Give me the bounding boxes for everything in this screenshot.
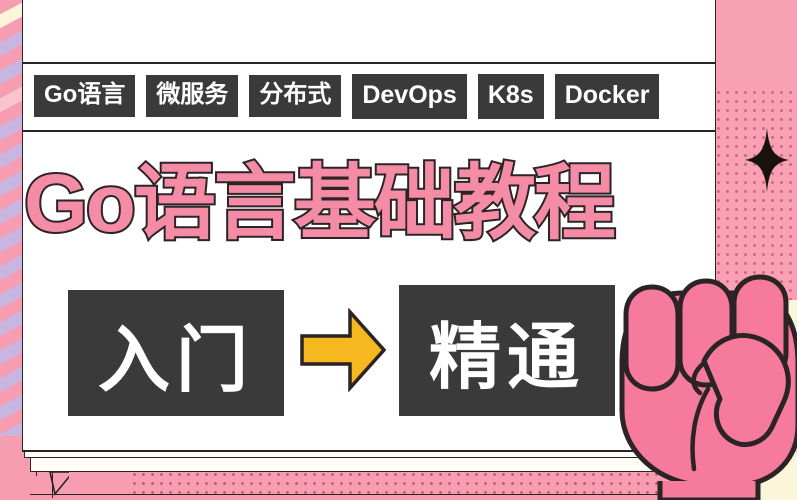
background-left-stripe-column xyxy=(0,0,22,500)
page-title: Go语言基础教程 xyxy=(22,156,618,251)
tag-devops[interactable]: DevOps xyxy=(352,73,467,119)
card-divider-top xyxy=(22,62,716,64)
level-badge-beginner: 入门 xyxy=(68,290,284,416)
level-badge-expert: 精通 xyxy=(399,285,615,416)
card-divider-middle xyxy=(22,130,716,132)
right-arrow-icon xyxy=(300,307,387,393)
background-right-dot-pattern xyxy=(714,88,797,300)
tag-row: Go语言 微服务 分布式 DevOps K8s Docker xyxy=(22,62,716,130)
tag-distributed[interactable]: 分布式 xyxy=(249,75,342,117)
background-bottom-rule-2 xyxy=(30,494,702,495)
tag-k8s[interactable]: K8s xyxy=(477,73,544,119)
tag-go-language[interactable]: Go语言 xyxy=(34,75,136,117)
tag-microservices[interactable]: 微服务 xyxy=(146,75,239,117)
raised-fist-icon xyxy=(608,245,797,500)
tag-docker[interactable]: Docker xyxy=(554,73,660,119)
sparkle-star-icon xyxy=(745,128,789,192)
